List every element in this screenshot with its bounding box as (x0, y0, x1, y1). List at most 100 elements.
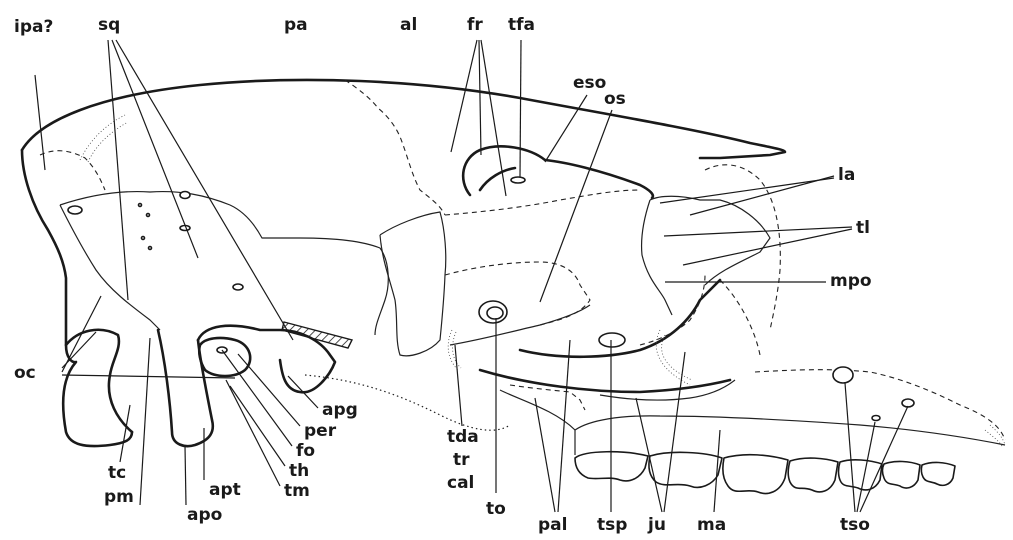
maxilla-ventral-edge (574, 415, 1006, 455)
label-tl: tl (856, 218, 870, 238)
tooth-2 (648, 451, 723, 489)
label-fo: fo (296, 441, 315, 461)
tooth-6 (881, 460, 921, 489)
label-pa: pa (284, 15, 308, 35)
leader-pm (139, 337, 151, 506)
label-tda: tda (447, 427, 479, 447)
label-al: al (400, 15, 417, 35)
cranial-roof-outline (20, 78, 787, 160)
tooth-4 (787, 457, 839, 493)
leader-th (229, 385, 286, 467)
leader-la-1 (689, 175, 835, 216)
tooth-row (574, 450, 956, 495)
leader-tl-2 (682, 228, 853, 266)
tooth-7 (920, 461, 956, 487)
orbit-dorsal-outline (461, 145, 655, 200)
label-cal: cal (447, 473, 474, 493)
leader-tso-1 (844, 382, 856, 513)
leader-ma (713, 429, 721, 513)
leader-tso-3 (859, 405, 909, 513)
palate-edge (499, 389, 576, 431)
leader-apg (287, 375, 319, 409)
squamosal-rear-suture (59, 204, 161, 331)
small-foramen-4 (147, 245, 153, 251)
zygomatic-arch (518, 278, 722, 359)
nasal-maxilla-suture (719, 279, 761, 356)
mastoid-foramen (67, 205, 83, 215)
alisphenoid-suture (379, 211, 447, 357)
leader-fr-3 (480, 39, 507, 197)
label-ipa: ipa? (14, 17, 53, 37)
leader-lines (34, 39, 909, 513)
lacrimal-lower-suture (640, 199, 673, 316)
leader-tda (454, 344, 463, 427)
squamosal-foramen-1 (179, 190, 191, 200)
label-tr: tr (453, 450, 470, 470)
leader-eso (544, 94, 588, 163)
optic-foramen-inner (486, 306, 504, 320)
interparietal-suture (39, 150, 106, 191)
label-apo: apo (187, 505, 222, 525)
occipital-condyle (64, 328, 134, 434)
label-ma: ma (697, 515, 726, 535)
infraorbital-foramen-3 (871, 414, 881, 422)
stipple-orbit (447, 329, 462, 371)
skull-outline (20, 78, 1006, 455)
jugal-maxilla-suture (639, 274, 706, 346)
label-apg: apg (322, 400, 358, 420)
label-tso: tso (840, 515, 870, 535)
tooth-3 (722, 453, 789, 495)
label-fr: fr (467, 15, 483, 35)
paroccipital-process (156, 328, 215, 448)
sutures (39, 79, 761, 411)
small-foramen-2 (145, 212, 151, 218)
orbit-floor-suture (449, 304, 591, 346)
leader-ju-2 (663, 351, 686, 513)
label-sq: sq (98, 15, 120, 35)
preorbital-dashed-outline (704, 164, 781, 331)
leader-tso-2 (856, 421, 876, 513)
leader-fr-1 (450, 39, 478, 153)
leader-sq-2 (111, 39, 199, 259)
leader-tfa (519, 39, 522, 178)
label-eso: eso (573, 73, 606, 93)
leader-apo (184, 445, 187, 506)
stipple-parietal (79, 114, 129, 163)
label-per: per (304, 421, 337, 441)
leader-fo (221, 349, 293, 447)
lacrimal-outline (649, 195, 771, 286)
label-os: os (604, 89, 626, 109)
leader-fr-2 (478, 39, 482, 156)
leader-ju-1 (635, 397, 663, 513)
parietal-frontal-suture (344, 79, 446, 216)
leader-os (539, 109, 613, 303)
label-apt: apt (209, 480, 241, 500)
label-oc: oc (14, 363, 36, 383)
palatine-suture (509, 384, 586, 411)
infraorbital-foramen-2 (901, 398, 915, 408)
leader-pal-1 (534, 397, 556, 513)
foramina (67, 114, 1006, 447)
frontal-orbital-suture (444, 189, 641, 216)
label-tsp: tsp (597, 515, 627, 535)
sphenopalatine-foramen (598, 332, 626, 348)
squamosal-foramen-3 (232, 283, 244, 291)
supraorbital-rim (478, 166, 517, 192)
leader-per (237, 353, 301, 427)
orbitosphenoid-suture (444, 261, 591, 326)
frontal-foramen (510, 176, 526, 184)
leader-tl-1 (663, 226, 853, 237)
label-pm: pm (104, 487, 134, 507)
leader-pal-2 (557, 339, 571, 513)
label-th: th (289, 461, 309, 481)
infraorbital-foramen-1 (832, 366, 854, 384)
leader-tc (119, 404, 131, 463)
occipital-outline (20, 148, 134, 448)
label-to: to (486, 499, 506, 519)
leader-ipa (34, 74, 46, 171)
label-la: la (838, 165, 855, 185)
label-pal: pal (538, 515, 567, 535)
labels: ipa? sq pa al fr tfa eso os la tl mpo oc… (14, 15, 872, 535)
